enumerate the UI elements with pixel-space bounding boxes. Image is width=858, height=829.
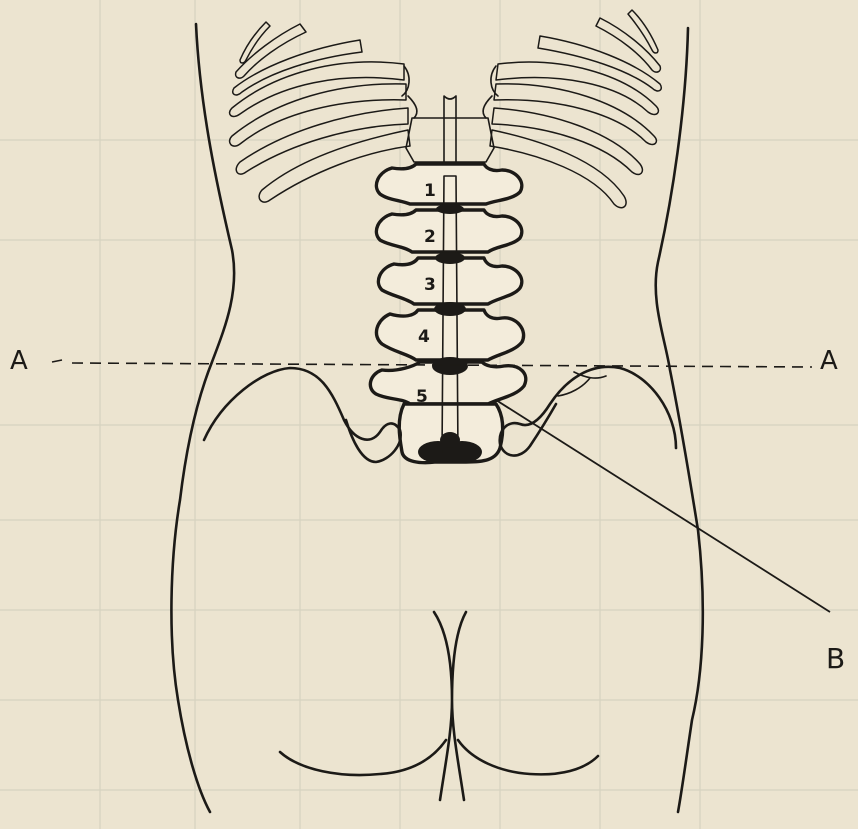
body-outline-right — [656, 28, 703, 812]
vertebra-l4 — [376, 310, 523, 360]
body-outline-left — [171, 24, 234, 812]
vertebra-label-4: 4 — [418, 327, 430, 347]
label-a-left: A — [10, 346, 28, 376]
lumbar-spine — [370, 164, 525, 463]
pointer-line-b — [496, 400, 830, 612]
vertebra-label-3: 3 — [424, 275, 436, 295]
vertebra-l3 — [378, 258, 521, 304]
label-a-left-dash — [52, 360, 62, 362]
buttock-left-fold — [280, 740, 446, 775]
vertebra-l1 — [376, 164, 521, 204]
vertebra-label-5: 5 — [416, 387, 428, 407]
gluteal-cleft — [434, 612, 466, 800]
label-b: B — [826, 642, 845, 675]
vertebra-l2 — [376, 210, 521, 252]
vertebra-label-1: 1 — [424, 181, 436, 201]
buttock-right-fold — [458, 740, 598, 774]
vertebra-label-2: 2 — [424, 227, 436, 247]
label-a-right: A — [820, 346, 838, 376]
